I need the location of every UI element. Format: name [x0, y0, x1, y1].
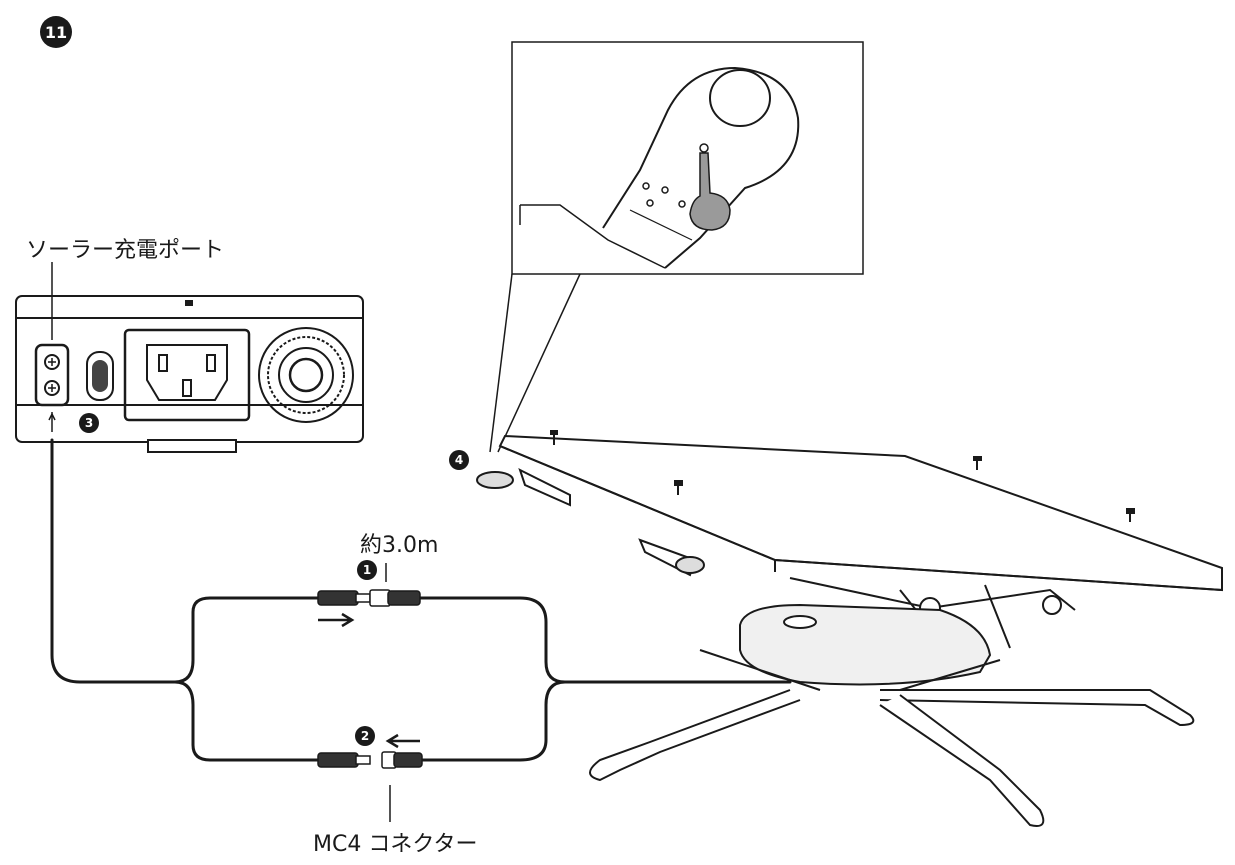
ac-inlet	[123, 328, 251, 422]
marker-1: 1	[357, 560, 377, 580]
arrow-right	[318, 612, 355, 628]
solar-panel-assembly	[476, 430, 1223, 827]
solar-port	[34, 343, 70, 407]
marker-2-text: 2	[360, 729, 370, 743]
marker-4-text: 4	[454, 453, 464, 467]
marker-1-text: 1	[362, 563, 372, 577]
arrow-left	[385, 733, 420, 749]
zoom-inset	[489, 41, 864, 453]
mc4-connector-lower	[317, 751, 423, 822]
step-number: 11	[44, 22, 68, 42]
cable-length-label: 約3.0m	[360, 533, 439, 558]
marker-4: 4	[449, 450, 469, 470]
marker-3: 3	[79, 413, 99, 433]
solar-port-label: ソーラー充電ポート	[26, 238, 225, 263]
cable-harness	[50, 438, 792, 762]
marker-2: 2	[355, 726, 375, 746]
power-station	[15, 262, 364, 453]
connector-label: MC4 コネクター	[313, 832, 478, 857]
step-number-badge: 11	[40, 16, 72, 48]
marker-3-text: 3	[84, 416, 94, 430]
mc4-connector-upper	[317, 563, 421, 607]
round-jack	[258, 327, 354, 423]
